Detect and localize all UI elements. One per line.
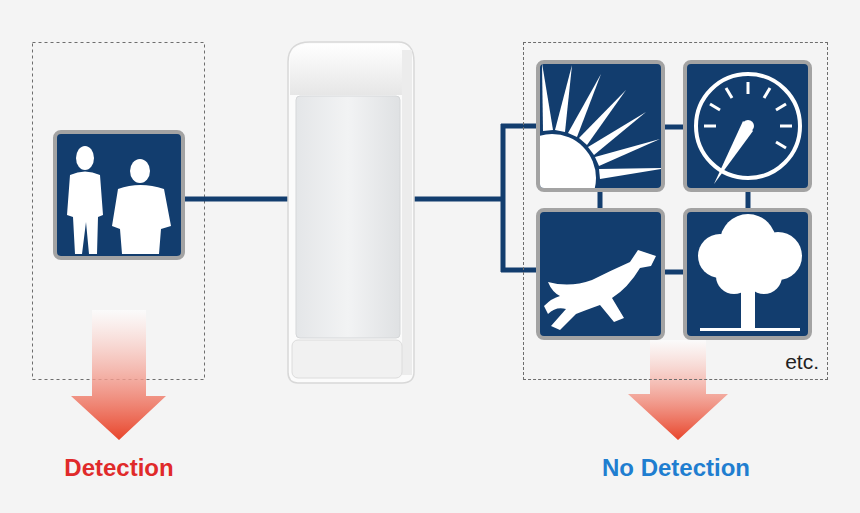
wire	[501, 268, 540, 273]
sun-ray	[588, 112, 646, 155]
result-arrow	[71, 310, 166, 440]
sun-icon	[508, 62, 667, 222]
icon-tile	[55, 132, 183, 258]
sensor-lens	[296, 96, 400, 338]
sensor-base	[292, 340, 402, 378]
gauge-tick	[747, 82, 750, 94]
wire	[410, 197, 503, 202]
gauge-tick	[780, 125, 792, 128]
person-head	[76, 146, 94, 170]
sun-ray	[579, 90, 626, 145]
people-icon	[55, 132, 183, 258]
wire	[501, 124, 540, 129]
icon-tile	[685, 210, 810, 338]
wire	[183, 197, 292, 202]
result-label: No Detection	[602, 454, 750, 482]
sun-ray	[555, 65, 572, 132]
sensor-body	[288, 42, 414, 383]
gauge-tick	[704, 125, 716, 128]
gauge-needle	[714, 121, 753, 184]
region-frame: etc.	[523, 42, 828, 380]
person-head	[130, 159, 150, 183]
result-arrow	[628, 340, 728, 440]
tree-icon	[685, 210, 810, 338]
gauge-icon	[685, 62, 810, 190]
sensor-device	[288, 42, 414, 383]
gauge-tick	[710, 104, 720, 110]
sun-ray	[599, 168, 661, 179]
gauge-ring	[696, 74, 800, 178]
icon-tile	[685, 62, 810, 190]
gauge-tick	[776, 104, 786, 110]
note-text: etc.	[785, 350, 819, 374]
sun-ray	[542, 64, 553, 131]
gauge-tick	[764, 88, 770, 98]
dog-silhouette	[544, 250, 656, 330]
sensor-cap	[290, 44, 402, 95]
result-label: Detection	[64, 454, 173, 482]
wire	[501, 124, 506, 272]
person-body	[112, 185, 171, 254]
icon-tile	[538, 210, 663, 338]
gauge-hub	[742, 120, 754, 132]
dog-icon	[538, 210, 663, 338]
person-body	[67, 172, 103, 255]
tree-canopy	[746, 258, 782, 294]
tree-ground	[700, 328, 800, 331]
sun-ray	[568, 74, 601, 137]
gauge-tick	[726, 88, 732, 98]
gauge-tick	[776, 142, 786, 148]
sensor-side	[402, 50, 412, 375]
